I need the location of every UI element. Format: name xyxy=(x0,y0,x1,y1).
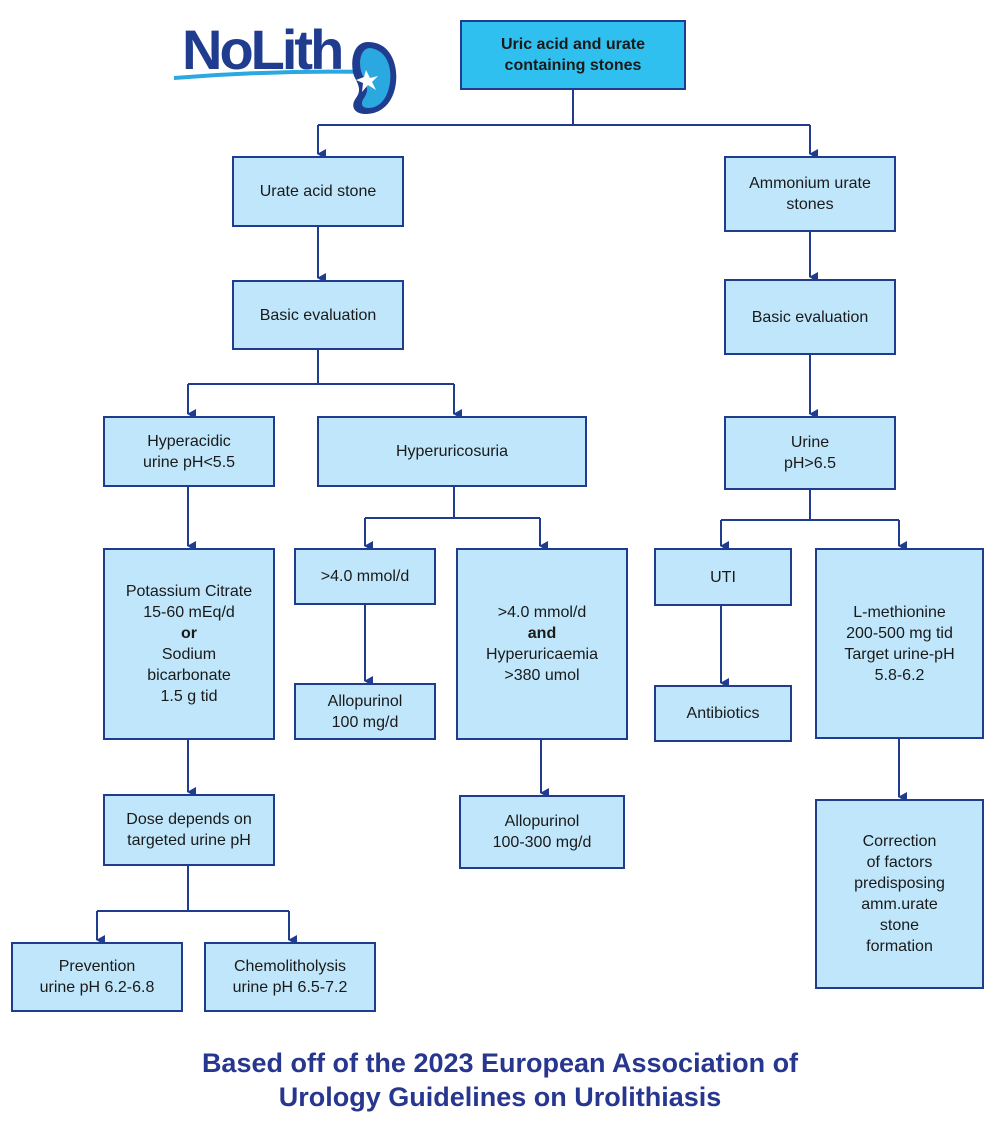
node-l-methionine-line4: 5.8-6.2 xyxy=(874,666,925,684)
node-ammonium-urate-line2: stones xyxy=(786,196,834,213)
node-basic-eval-left: Basic evaluation xyxy=(232,280,404,350)
node-gt4-right-and: and xyxy=(527,625,557,642)
node-antibiotics: Antibiotics xyxy=(654,685,792,742)
node-correction-line4: amm.urate xyxy=(861,896,938,913)
node-correction-line1: Correction xyxy=(862,833,937,850)
node-potassium-citrate-line1: Potassium Citrate xyxy=(125,583,253,600)
node-prevention: Prevention urine pH 6.2-6.8 xyxy=(11,942,183,1012)
node-prevention-line1: Prevention xyxy=(58,958,136,975)
node-uti-text: UTI xyxy=(710,568,736,586)
node-basic-eval-right-text: Basic evaluation xyxy=(751,308,869,326)
logo-text: NoLith xyxy=(182,18,344,81)
node-hyperuricosuria: Hyperuricosuria xyxy=(317,416,587,487)
footer-line2: Urology Guidelines on Urolithiasis xyxy=(278,1082,722,1112)
node-correction-line3: predisposing xyxy=(854,875,945,892)
node-correction-line5: stone xyxy=(879,917,920,934)
node-allopurinol-100-300: Allopurinol 100-300 mg/d xyxy=(459,795,625,869)
node-potassium-citrate-line5: bicarbonate xyxy=(147,667,231,684)
node-ammonium-urate: Ammonium urate stones xyxy=(724,156,896,232)
node-basic-eval-right: Basic evaluation xyxy=(724,279,896,355)
nolith-logo: NoLith xyxy=(174,12,404,114)
node-urate-acid-stone-text: Urate acid stone xyxy=(259,183,377,200)
node-urine-ph-line2: pH>6.5 xyxy=(783,455,837,472)
node-allopurinol-100: Allopurinol 100 mg/d xyxy=(294,683,436,740)
node-potassium-citrate-line6: 1.5 g tid xyxy=(160,688,218,705)
node-hyperacidic: Hyperacidic urine pH<5.5 xyxy=(103,416,275,487)
node-chemolitholysis: Chemolitholysis urine pH 6.5-7.2 xyxy=(204,942,376,1012)
node-prevention-line2: urine pH 6.2-6.8 xyxy=(39,979,155,996)
node-l-methionine-line2: 200-500 mg tid xyxy=(846,624,953,642)
footer-caption: Based off of the 2023 European Associati… xyxy=(0,1046,1000,1114)
node-gt4-right: >4.0 mmol/d and Hyperuricaemia >380 umol xyxy=(456,548,628,740)
node-chemolitholysis-line2: urine pH 6.5-7.2 xyxy=(232,979,348,996)
footer-line1: Based off of the 2023 European Associati… xyxy=(201,1048,799,1078)
node-urine-ph: Urine pH>6.5 xyxy=(724,416,896,490)
node-hyperuricosuria-text: Hyperuricosuria xyxy=(395,443,509,460)
node-l-methionine-line3: Target urine-pH xyxy=(844,645,955,663)
node-urate-acid-stone: Urate acid stone xyxy=(232,156,404,227)
node-l-methionine-line1: L-methionine xyxy=(853,603,946,621)
node-allopurinol-100-300-line1: Allopurinol xyxy=(504,813,580,830)
node-uti: UTI xyxy=(654,548,792,606)
node-potassium-citrate: Potassium Citrate 15-60 mEq/d or Sodium … xyxy=(103,548,275,740)
node-gt4-left: >4.0 mmol/d xyxy=(294,548,436,605)
node-ammonium-urate-line1: Ammonium urate xyxy=(749,175,871,192)
node-potassium-citrate-or: or xyxy=(181,625,197,642)
node-root-line1: Uric acid and urate xyxy=(500,36,646,53)
node-hyperacidic-line1: Hyperacidic xyxy=(147,432,231,450)
node-correction-line2: of factors xyxy=(866,854,933,871)
node-gt4-left-text: >4.0 mmol/d xyxy=(320,568,410,585)
node-correction: Correction of factors predisposing amm.u… xyxy=(815,799,984,989)
node-potassium-citrate-line4: Sodium xyxy=(161,646,217,663)
node-dose-depends-line2: targeted urine pH xyxy=(127,832,251,849)
node-correction-line6: formation xyxy=(866,938,933,955)
node-l-methionine: L-methionine 200-500 mg tid Target urine… xyxy=(815,548,984,739)
node-urine-ph-line1: Urine xyxy=(790,434,830,451)
node-potassium-citrate-line2: 15-60 mEq/d xyxy=(143,604,235,621)
node-allopurinol-100-300-line2: 100-300 mg/d xyxy=(492,834,592,851)
node-gt4-right-line3: Hyperuricaemia xyxy=(485,646,599,663)
kidney-icon xyxy=(352,42,397,114)
node-dose-depends: Dose depends on targeted urine pH xyxy=(103,794,275,866)
node-root-line2: containing stones xyxy=(504,57,642,74)
node-dose-depends-line1: Dose depends on xyxy=(126,811,252,828)
node-hyperacidic-line2: urine pH<5.5 xyxy=(142,453,236,471)
node-basic-eval-left-text: Basic evaluation xyxy=(259,306,377,324)
node-gt4-right-line4: >380 umol xyxy=(504,667,580,684)
node-chemolitholysis-line1: Chemolitholysis xyxy=(233,958,347,975)
node-allopurinol-100-line1: Allopurinol xyxy=(327,692,403,710)
node-gt4-right-line1: >4.0 mmol/d xyxy=(497,604,587,621)
logo-swoosh xyxy=(174,69,374,80)
node-allopurinol-100-line2: 100 mg/d xyxy=(331,713,399,731)
node-root: Uric acid and urate containing stones xyxy=(460,20,686,90)
node-antibiotics-text: Antibiotics xyxy=(686,705,760,722)
